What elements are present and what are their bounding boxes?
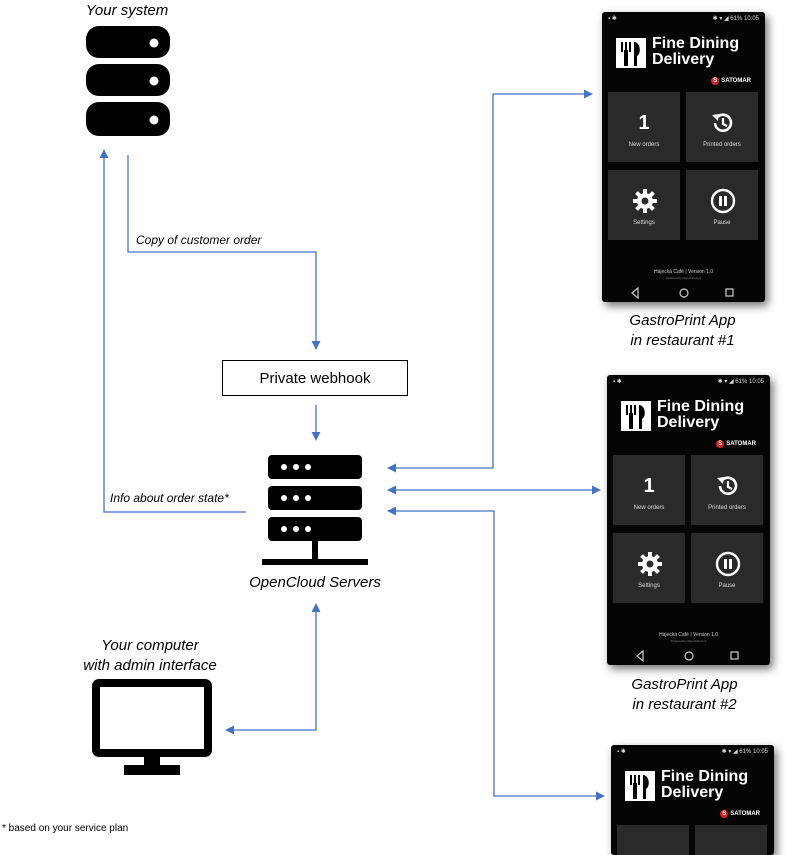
tile-printed-orders bbox=[695, 825, 767, 855]
tile-new-orders bbox=[617, 825, 689, 855]
copy-order-label: Copy of customer order bbox=[136, 233, 262, 247]
tile-settings: Settings bbox=[613, 533, 685, 603]
monitor-icon bbox=[92, 679, 212, 775]
phone-footer: Hájecká Café | Version 1.0 bbox=[658, 632, 719, 638]
tile-settings: Settings bbox=[608, 170, 680, 240]
footnote: * based on your service plan bbox=[2, 823, 129, 834]
android-nav-bar bbox=[636, 649, 739, 663]
android-nav-bar bbox=[631, 286, 734, 300]
servers-label: OpenCloud Servers bbox=[249, 574, 381, 591]
tile-pause: Pause bbox=[691, 533, 763, 603]
restaurant-logo-icon bbox=[616, 38, 646, 68]
app2-label-line2: in restaurant #2 bbox=[632, 696, 737, 713]
history-icon bbox=[717, 476, 738, 495]
restaurant-logo-icon bbox=[621, 401, 651, 431]
status-bar: ▪ ✱ ✱ ▾ ◢ 61% 10:05 bbox=[608, 16, 759, 22]
gear-icon bbox=[638, 552, 662, 576]
phone-footer: Hájecká Café | Version 1.0 bbox=[653, 269, 714, 275]
webhook-label: Private webhook bbox=[259, 369, 371, 387]
app1-label-line2: in restaurant #1 bbox=[630, 332, 735, 349]
gear-icon bbox=[633, 189, 657, 213]
private-webhook-box: Private webhook bbox=[222, 360, 408, 396]
pause-icon bbox=[710, 188, 736, 214]
info-state-label: Info about order state* bbox=[110, 491, 229, 505]
your-system-label: Your system bbox=[85, 2, 169, 19]
restaurant-logo-icon bbox=[625, 771, 655, 801]
computer-label-line2: with admin interface bbox=[83, 657, 217, 674]
status-bar: ▪ ✱ ✱ ▾ ◢ 61% 10:05 bbox=[617, 749, 768, 755]
phone-footer-sub: Powered by OpenCloud.cz bbox=[665, 276, 702, 280]
database-icon bbox=[86, 26, 170, 136]
tile-pause: Pause bbox=[686, 170, 758, 240]
app2-label-line1: GastroPrint App bbox=[631, 676, 738, 693]
history-icon bbox=[712, 113, 733, 132]
server-icon bbox=[262, 455, 368, 565]
pause-icon bbox=[715, 551, 741, 577]
tile-printed-orders: Printed orders bbox=[686, 92, 758, 162]
phone-footer-sub: Powered by OpenCloud.cz bbox=[670, 639, 707, 643]
app1-label-line1: GastroPrint App bbox=[629, 312, 736, 329]
status-bar: ▪ ✱ ✱ ▾ ◢ 61% 10:05 bbox=[613, 379, 764, 385]
computer-label-line1: Your computer bbox=[101, 637, 199, 654]
tile-printed-orders: Printed orders bbox=[691, 455, 763, 525]
